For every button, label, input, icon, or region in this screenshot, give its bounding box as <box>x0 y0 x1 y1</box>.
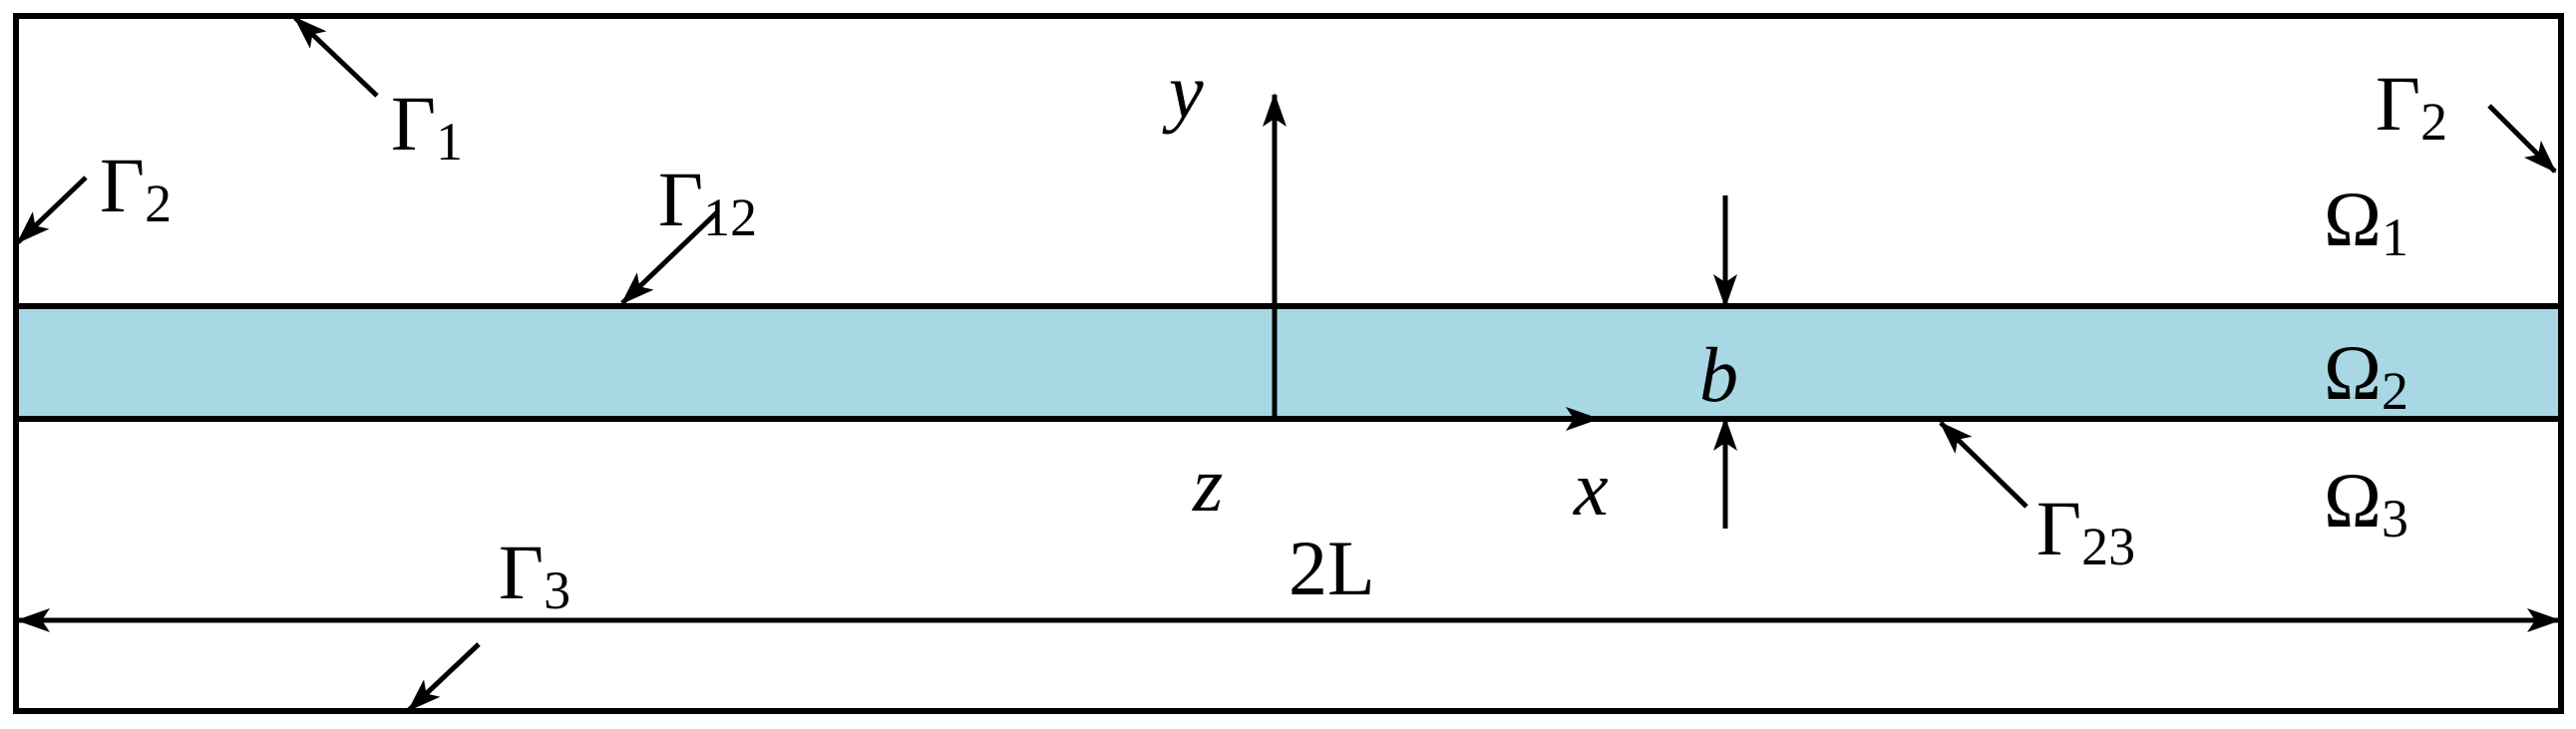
domain-border <box>13 13 2564 714</box>
label-gamma3: Γ3 <box>499 529 570 620</box>
gamma23-pointer <box>1939 421 2028 509</box>
label-gamma2-right: Γ2 <box>2376 60 2447 152</box>
gamma12-pointer <box>620 209 720 305</box>
label-length-2l: 2L <box>1288 525 1375 611</box>
gamma3-pointer <box>407 642 481 712</box>
label-gamma1: Γ1 <box>391 80 463 172</box>
layer-omega2 <box>16 306 2561 419</box>
label-gamma12: Γ12 <box>658 156 757 247</box>
gamma1-pointer <box>293 16 379 98</box>
gamma2-left-pointer <box>16 176 88 244</box>
label-axis-y: y <box>1162 48 1204 135</box>
label-gamma23: Γ23 <box>2036 485 2135 576</box>
label-axis-x: x <box>1573 445 1609 532</box>
label-omega1: Ω1 <box>2324 176 2408 267</box>
label-thickness-b: b <box>1699 331 1738 418</box>
gamma2-right-pointer <box>2487 104 2557 174</box>
label-omega2: Ω2 <box>2324 329 2408 421</box>
label-omega3: Ω3 <box>2324 457 2408 548</box>
label-gamma2-left: Γ2 <box>100 142 172 233</box>
label-axis-z: z <box>1192 441 1223 528</box>
